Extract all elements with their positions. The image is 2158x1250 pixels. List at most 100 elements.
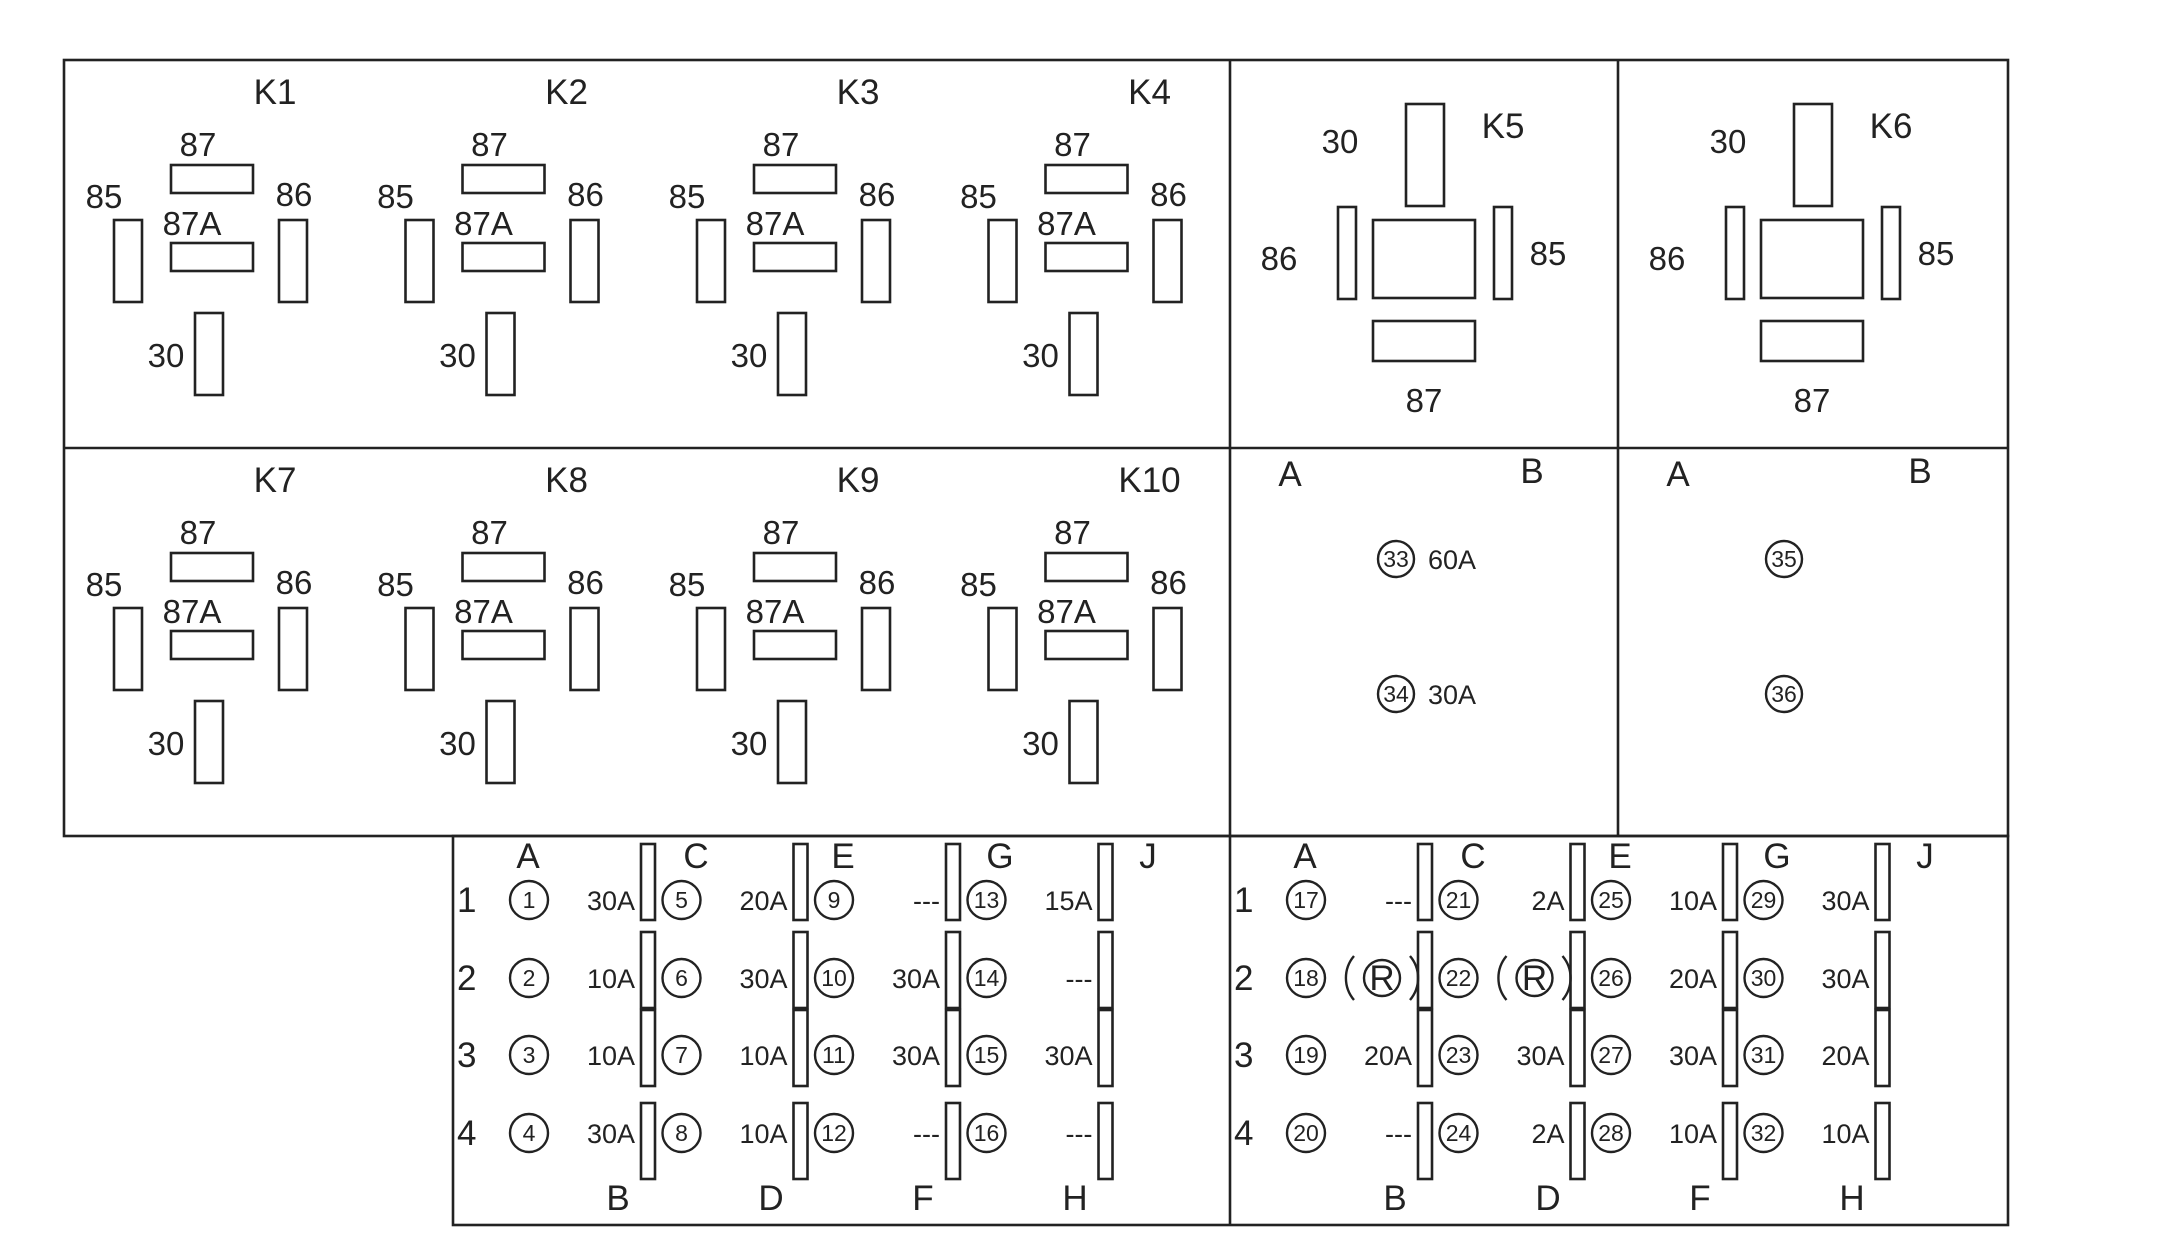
fuse-slot: [1097, 842, 1114, 922]
pin-30-label: 30: [439, 337, 476, 374]
column-letter-top: A: [1293, 837, 1317, 876]
column-letter-b: B: [1520, 452, 1543, 491]
fuse-number-circle: [966, 957, 1007, 999]
fuse-slot: [944, 930, 962, 1010]
pin-30-label: 30: [1022, 337, 1059, 374]
fuse-rating: 10A: [1669, 1119, 1717, 1149]
pin-86-terminal: [1336, 205, 1358, 301]
pin-87a-label: 87A: [746, 205, 805, 242]
fuse-rating: 30A: [1516, 1041, 1564, 1071]
fuse-number-circle: [813, 957, 855, 999]
pin-87-terminal: [1371, 319, 1477, 363]
mini-fuse: 14---: [966, 957, 1093, 999]
pin-85-label: 85: [669, 566, 706, 603]
fuse-slot: [792, 1008, 809, 1088]
pin-87-label: 87: [763, 126, 800, 163]
fuse-number: 14: [974, 965, 1000, 991]
fuse-number-circle: [1590, 1034, 1632, 1076]
fuse-number: 26: [1598, 965, 1624, 991]
pin-86-terminal: [277, 606, 309, 692]
pin-85-terminal: [404, 218, 435, 304]
fuse-number: 10: [821, 965, 847, 991]
fuse-number: 34: [1383, 681, 1409, 707]
pin-86-label: 86: [1150, 564, 1187, 601]
signal-arc-left: [1497, 955, 1508, 1001]
fuse-number-circle: [1590, 1112, 1632, 1154]
pin-85-terminal: [695, 606, 727, 692]
pin-87-terminal: [1759, 319, 1865, 363]
pin-86-label: 86: [1649, 240, 1686, 277]
pin-85-label: 85: [669, 178, 706, 215]
pin-30-terminal: [1068, 699, 1099, 785]
row-number: 4: [1234, 1114, 1253, 1153]
pin-87a-terminal: [752, 629, 838, 661]
fuse-number-circle: [966, 879, 1007, 921]
column-letter-bottom: B: [1383, 1179, 1406, 1218]
fuse-slot: [1569, 842, 1586, 922]
maxi-fuse: 36: [1764, 674, 1804, 714]
signal-arc-left: [1344, 955, 1355, 1001]
fuse-slot: [1721, 1101, 1739, 1181]
pin-87-terminal: [1044, 551, 1129, 583]
pin-87-label: 87: [1054, 514, 1091, 551]
relay-id-label: K1: [254, 73, 297, 112]
mini-fuse: 16---: [966, 1112, 1093, 1154]
mini-fuse: 28 10A: [1590, 1112, 1717, 1154]
relay-position-letter: R: [1369, 959, 1394, 998]
fuse-slot: [1721, 1008, 1739, 1088]
fuse-number: 28: [1598, 1120, 1624, 1146]
pin-30-label: 30: [1022, 725, 1059, 762]
fuse-rating: 10A: [739, 1041, 787, 1071]
fuse-number-circle: [508, 1034, 550, 1076]
pin-87-label: 87: [1406, 382, 1443, 419]
fuse-number: 3: [523, 1042, 536, 1068]
pin-87a-terminal: [169, 241, 255, 273]
row-number: 1: [1234, 881, 1253, 920]
fuse-number-circle: [1743, 1112, 1784, 1154]
fuse-number-circle: [661, 957, 702, 999]
pin-30-terminal: [193, 699, 225, 785]
pin-86-label: 86: [276, 564, 313, 601]
pin-86-terminal: [569, 218, 600, 304]
fuse-rating: 30A: [892, 1041, 940, 1071]
pin-86-terminal: [860, 218, 892, 304]
fuse-number: 2: [523, 965, 536, 991]
row-number: 3: [1234, 1036, 1253, 1075]
pin-87-label: 87: [1054, 126, 1091, 163]
fuse-number: 7: [675, 1042, 688, 1068]
fuse-number-circle: [1438, 1112, 1479, 1154]
relay-position-letter: R: [1522, 959, 1547, 998]
fuse-number-circle: [1764, 674, 1804, 714]
pin-87a-terminal: [461, 241, 546, 273]
fuse-number-circle: [1285, 1034, 1327, 1076]
fuse-number: 27: [1598, 1042, 1624, 1068]
pin-85-label: 85: [960, 566, 997, 603]
fuse-number-circle: [1438, 1034, 1479, 1076]
column-letter-bottom: B: [606, 1179, 629, 1218]
panel-frames: [62, 58, 2010, 1227]
fuse-slot: [639, 1101, 657, 1181]
pin-30-label: 30: [731, 337, 768, 374]
fuse-number: 33: [1383, 546, 1409, 572]
fuse-number: 13: [974, 887, 1000, 913]
pin-30-terminal: [1068, 311, 1099, 397]
pin-87-terminal: [461, 551, 546, 583]
fuse-rating: 20A: [1364, 1041, 1412, 1071]
